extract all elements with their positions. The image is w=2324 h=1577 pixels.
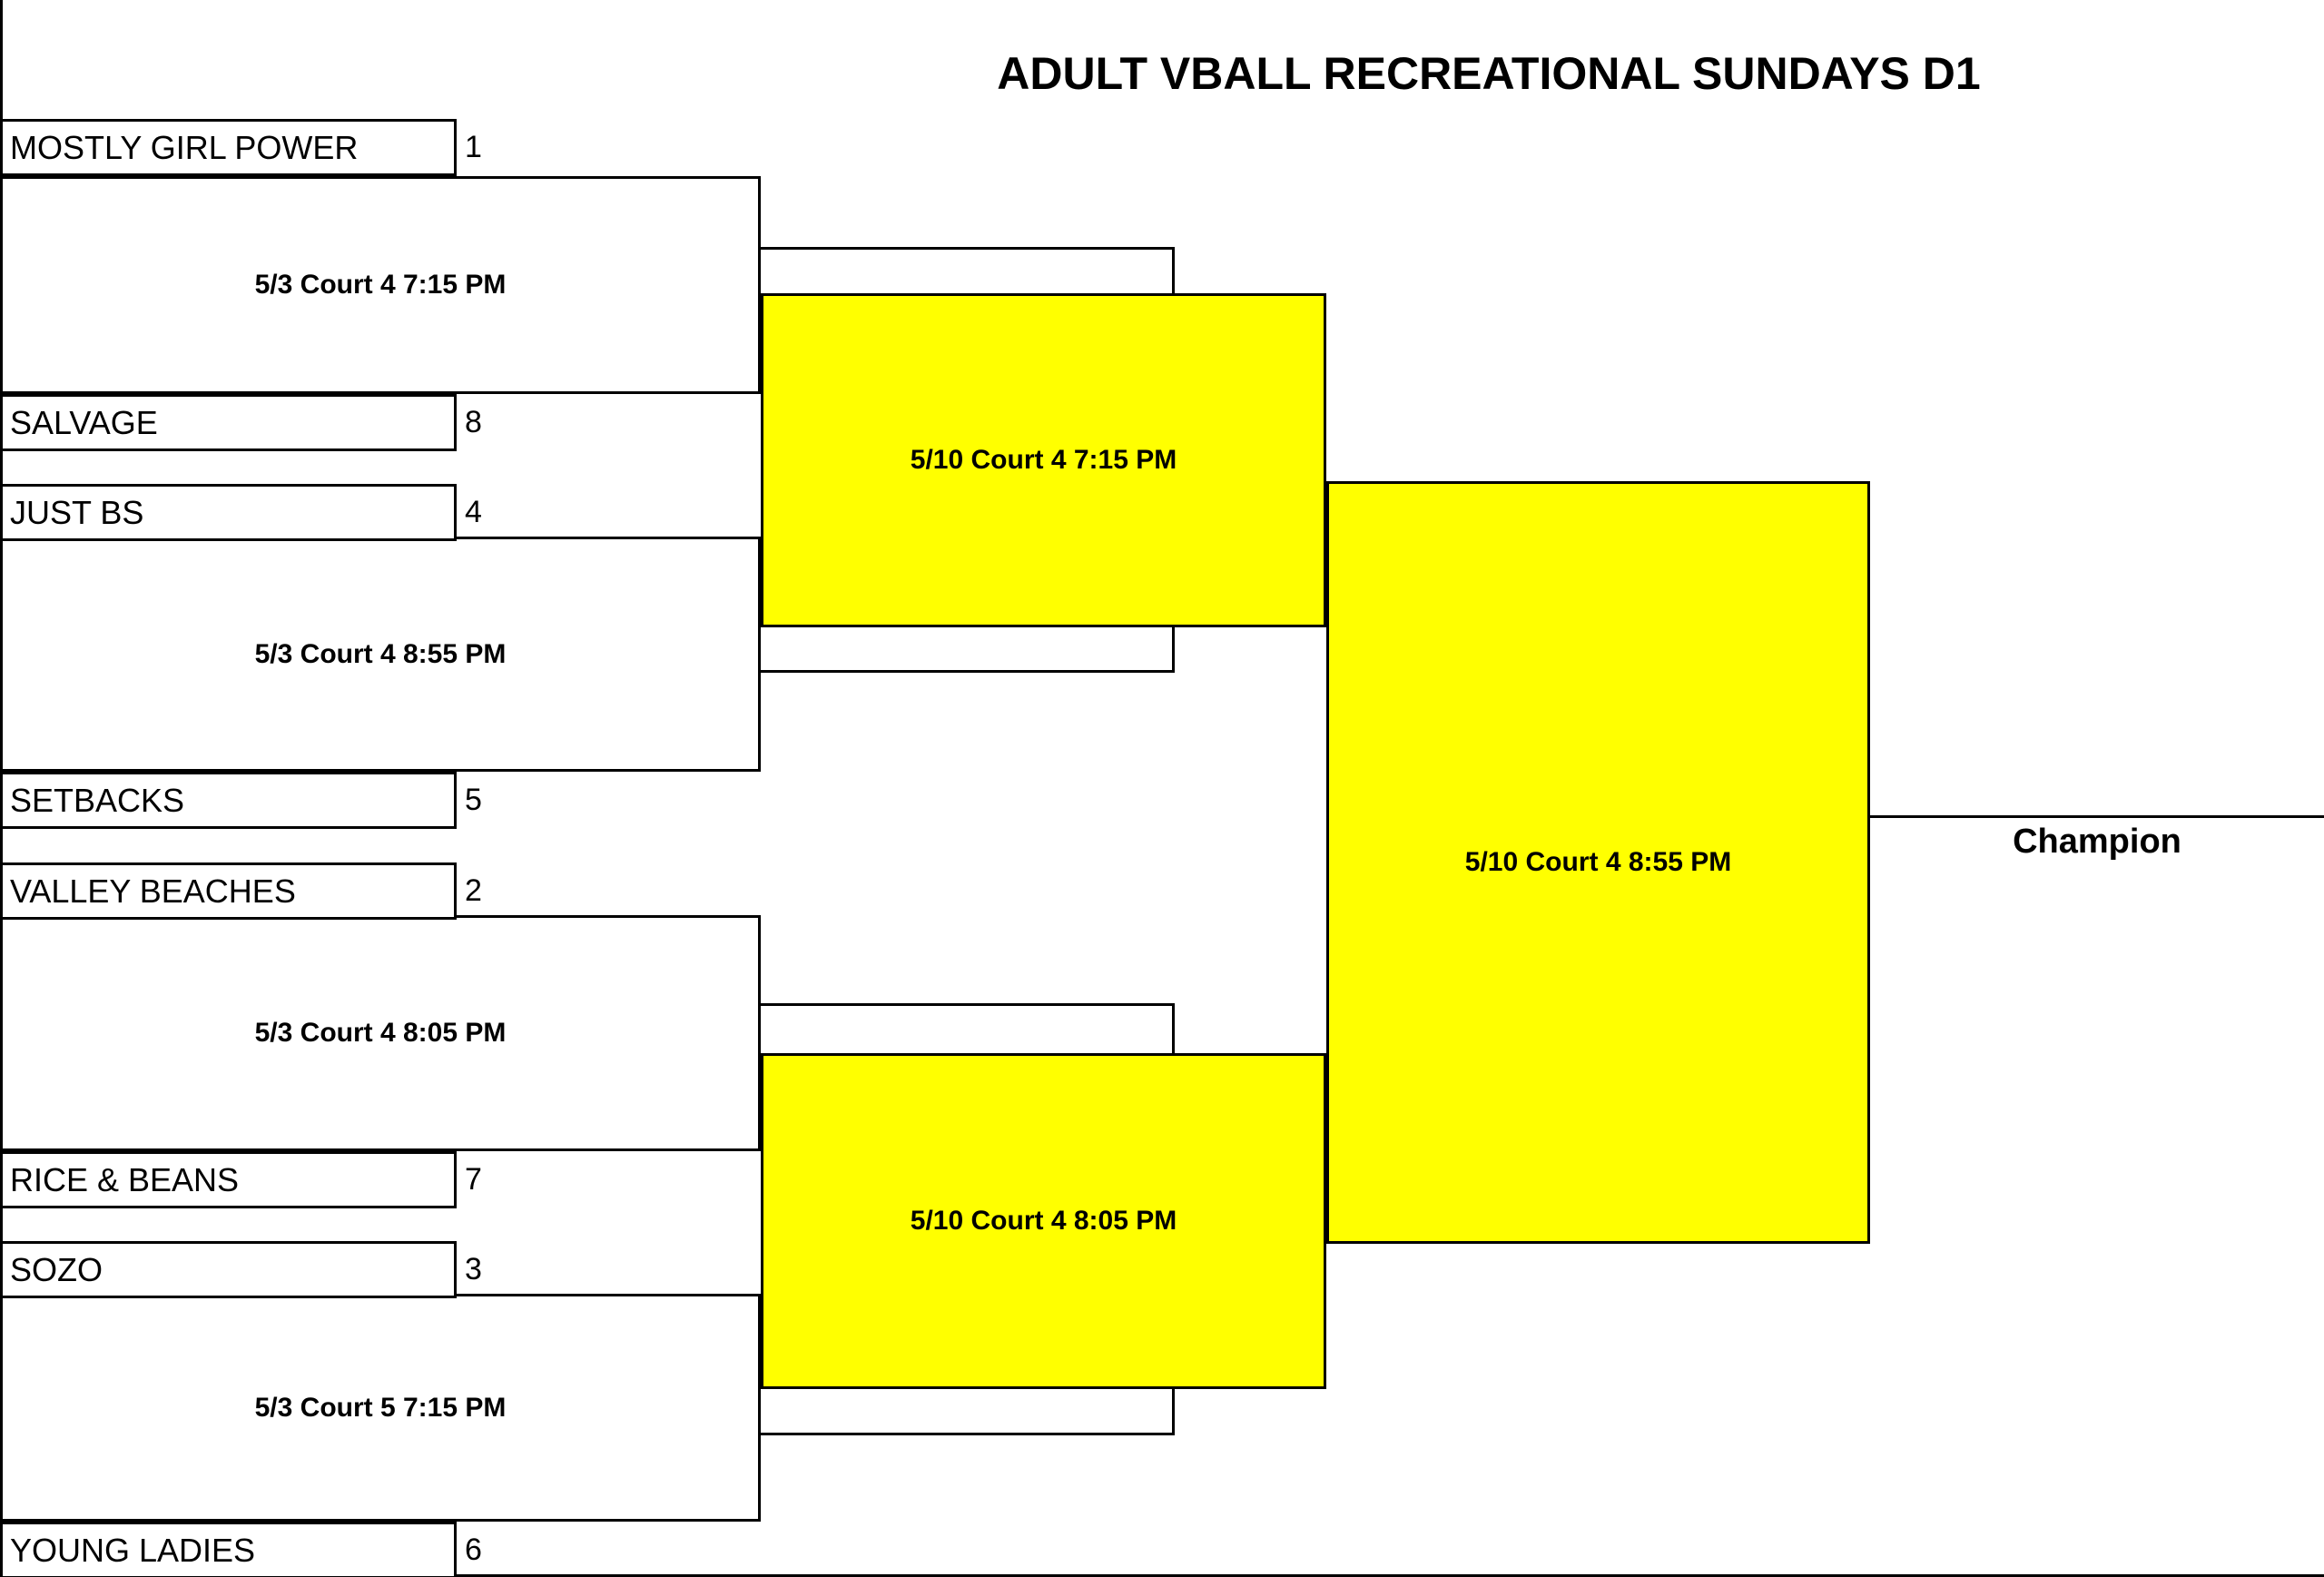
team-name: VALLEY BEACHES xyxy=(10,872,296,910)
bottom-border-line xyxy=(0,1574,2324,1577)
semifinal-2-label: 5/10 Court 4 8:05 PM xyxy=(910,1206,1177,1236)
connector-line xyxy=(1172,1389,1175,1435)
connector-line xyxy=(1172,627,1175,673)
team-box-rice-and-beans: RICE & BEANS xyxy=(0,1151,457,1208)
round1-match-1-label: 5/3 Court 4 7:15 PM xyxy=(254,270,507,300)
final-box: 5/10 Court 4 8:55 PM xyxy=(1326,481,1870,1244)
semifinal-2-box: 5/10 Court 4 8:05 PM xyxy=(761,1053,1326,1389)
champion-label: Champion xyxy=(2013,823,2181,861)
connector-line xyxy=(761,1433,1175,1435)
semifinal-1-box: 5/10 Court 4 7:15 PM xyxy=(761,293,1326,627)
round1-match-3-box: 5/3 Court 4 8:05 PM xyxy=(0,915,761,1151)
team-box-salvage: SALVAGE xyxy=(0,394,457,451)
team-name: RICE & BEANS xyxy=(10,1160,240,1198)
team-name: SOZO xyxy=(10,1250,103,1288)
team-box-mostly-girl-power: MOSTLY GIRL POWER xyxy=(0,119,457,176)
champion-line xyxy=(1870,815,2324,818)
team-box-young-ladies: YOUNG LADIES xyxy=(0,1522,457,1577)
connector-line xyxy=(761,670,1175,673)
team-seed: 5 xyxy=(465,783,482,817)
round1-match-2-label: 5/3 Court 4 8:55 PM xyxy=(254,638,507,669)
team-box-setbacks: SETBACKS xyxy=(0,772,457,829)
team-seed: 8 xyxy=(465,405,482,439)
team-box-valley-beaches: VALLEY BEACHES xyxy=(0,862,457,920)
final-label: 5/10 Court 4 8:55 PM xyxy=(1464,847,1732,877)
team-name: YOUNG LADIES xyxy=(10,1531,256,1569)
page-title: ADULT VBALL RECREATIONAL SUNDAYS D1 xyxy=(997,48,1981,99)
team-box-sozo: SOZO xyxy=(0,1241,457,1298)
team-box-just-bs: JUST BS xyxy=(0,484,457,541)
semifinal-1-label: 5/10 Court 4 7:15 PM xyxy=(910,445,1177,475)
team-name: SETBACKS xyxy=(10,781,185,819)
team-name: SALVAGE xyxy=(10,403,158,441)
team-seed: 3 xyxy=(465,1252,482,1286)
connector-line xyxy=(761,1003,1175,1006)
connector-line xyxy=(761,247,1175,250)
team-name: MOSTLY GIRL POWER xyxy=(10,128,359,166)
team-seed: 2 xyxy=(465,873,482,908)
team-name: JUST BS xyxy=(10,493,144,531)
round1-match-4-label: 5/3 Court 5 7:15 PM xyxy=(254,1392,507,1423)
connector-line xyxy=(1172,1003,1175,1056)
connector-line xyxy=(1172,247,1175,296)
round1-match-3-label: 5/3 Court 4 8:05 PM xyxy=(254,1018,507,1048)
round1-match-1-box: 5/3 Court 4 7:15 PM xyxy=(0,176,761,394)
round1-match-4-box: 5/3 Court 5 7:15 PM xyxy=(0,1294,761,1522)
team-seed: 1 xyxy=(465,130,482,164)
team-seed: 7 xyxy=(465,1162,482,1197)
team-seed: 4 xyxy=(465,495,482,529)
round1-match-2-box: 5/3 Court 4 8:55 PM xyxy=(0,537,761,772)
team-seed: 6 xyxy=(465,1533,482,1567)
